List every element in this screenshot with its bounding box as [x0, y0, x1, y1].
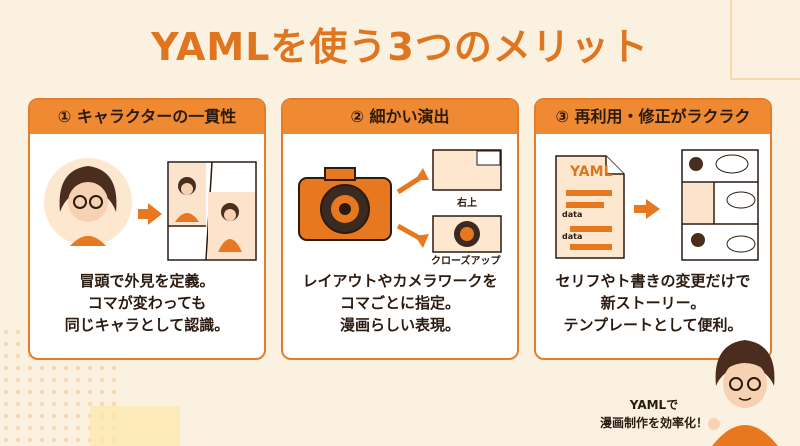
panel-description: セリフやト書きの変更だけで 新ストーリー。 テンプレートとして便利。 [555, 272, 751, 334]
panel-description: レイアウトやカメラワークを コマごとに指定。 漫画らしい表現。 [302, 272, 498, 334]
yaml-doc-label: data [562, 232, 583, 241]
panel-illustration: 右上 クローズアップ [283, 134, 517, 267]
character-face-icon [44, 158, 257, 261]
arrow-shaft [138, 209, 148, 219]
comic-page-icon [167, 161, 257, 261]
panel-illustration: YAML data data [536, 134, 770, 264]
panel-heading: ① キャラクターの一貫性 [30, 100, 264, 134]
yaml-doc-title: YAML [570, 164, 613, 180]
panel-heading: ③ 再利用・修正がラクラク [536, 100, 770, 134]
label-closeup: クローズアップ [431, 256, 501, 267]
yaml-document-icon [555, 149, 759, 261]
camera-icon [298, 149, 502, 253]
background-block [90, 406, 180, 446]
page-title: YAMLを使う3つのメリット [151, 25, 649, 69]
arrow-right-icon [148, 203, 162, 225]
panel-detailed-direction: ② 細かい演出 右上 クローズアップ レイアウトやカメラワークを [281, 98, 519, 360]
panel-description: 冒頭で外見を定義。 コマが変わっても 同じキャラとして認識。 [64, 272, 230, 334]
panel-reuse-editing: ③ 再利用・修正がラクラク YAML [534, 98, 772, 360]
panel-character-consistency: ① キャラクターの一貫性 [28, 98, 266, 360]
frame-closeup-icon [432, 215, 502, 253]
footer-note: YAMLで 漫画制作を効率化！ [599, 398, 708, 430]
background-frame [730, 0, 800, 80]
comic-template-icon [681, 149, 759, 261]
panel-illustration [30, 134, 264, 264]
mascot-character-icon [708, 340, 778, 446]
panel-heading: ② 細かい演出 [283, 100, 517, 134]
label-top-right: 右上 [457, 198, 477, 209]
yaml-doc-label: data [562, 210, 583, 219]
frame-top-right-icon [432, 149, 502, 191]
